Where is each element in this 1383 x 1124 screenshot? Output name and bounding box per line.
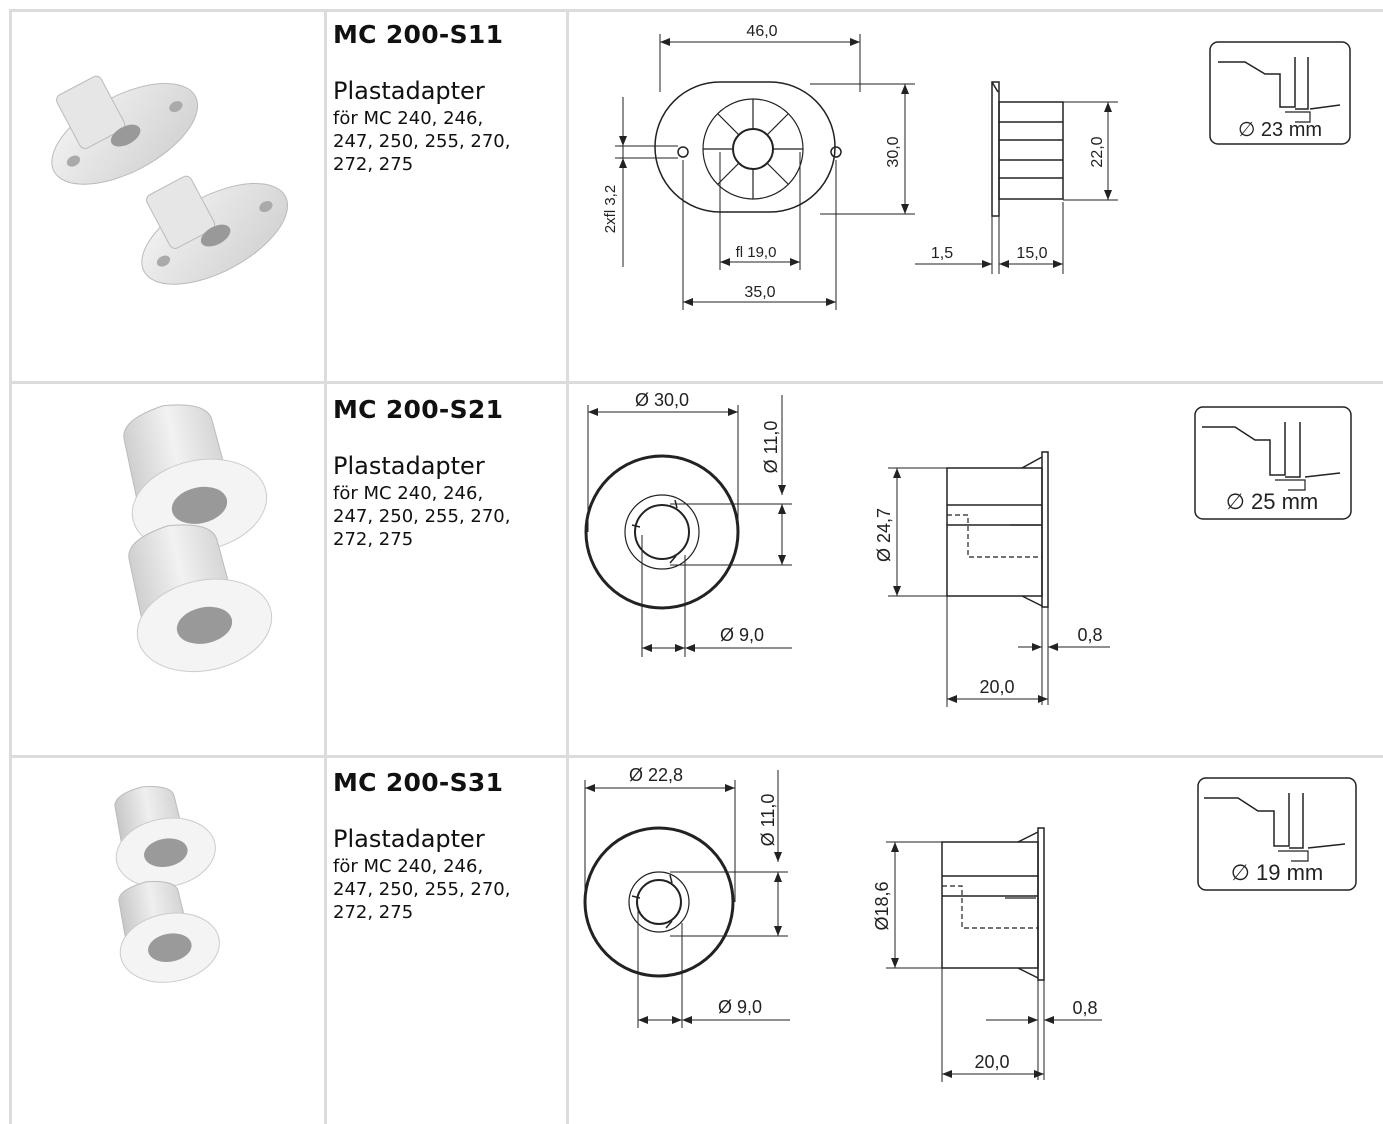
model-name: MC 200-S31 [333,768,504,797]
dim-flange: 0,8 [1072,998,1097,1018]
dim-outer: Ø 30,0 [635,390,689,410]
dim-side-dia: Ø 24,7 [874,508,894,562]
dim-length: 20,0 [974,1052,1009,1072]
compatibility: för MC 240, 246, 247, 250, 255, 270, 272… [333,107,563,176]
model-name: MC 200-S21 [333,395,504,424]
row-divider [10,755,1383,758]
dim-inner: Ø 9,0 [720,625,764,645]
technical-drawing: Ø 22,8 Ø 11,0 Ø 9,0 Ø18,6 0,8 [583,765,1357,1082]
compat-line: 272, 275 [333,902,414,923]
technical-drawing: 46,0 30,0 2xfl 3,2 fl 19,0 35,0 22, [602,23,1351,310]
dim-depth: 15,0 [1016,245,1047,262]
hole-size-label: ∅ 25 mm [1226,489,1319,514]
technical-drawing: Ø 30,0 Ø 11,0 Ø 9,0 Ø 24,7 0,8 [584,390,1352,707]
dim-width: 46,0 [746,23,777,40]
row-divider [10,381,1383,384]
dim-flange: 1,5 [931,245,953,262]
hole-size-label: ∅ 23 mm [1238,119,1322,141]
compat-line: 247, 250, 255, 270, [333,879,511,900]
mounting-hole-icon: ∅ 25 mm [1194,406,1352,520]
compat-line: för MC 240, 246, [333,483,484,504]
product-type: Plastadapter [333,452,485,480]
compatibility: för MC 240, 246, 247, 250, 255, 270, 272… [333,482,563,551]
dim-outer: Ø 22,8 [629,765,683,785]
compat-line: för MC 240, 246, [333,108,484,129]
product-type: Plastadapter [333,77,485,105]
product-photo [123,404,273,673]
dim-flange: 0,8 [1077,625,1102,645]
mounting-hole-icon: ∅ 19 mm [1197,777,1357,891]
compat-line: 272, 275 [333,154,414,175]
dim-pitch: 35,0 [744,284,775,301]
dim-inner: Ø 9,0 [718,997,762,1017]
table-top-border [10,9,1383,12]
compat-line: 247, 250, 255, 270, [333,506,511,527]
adapter-side-view [991,81,1064,217]
adapter-side-view [946,451,1049,608]
model-name: MC 200-S11 [333,20,504,49]
dim-side-dia: Ø18,6 [872,881,892,930]
product-info: MC 200-S31 Plastadapter för MC 240, 246,… [333,768,563,924]
product-info: MC 200-S11 Plastadapter för MC 240, 246,… [333,20,563,176]
product-photo [114,785,220,983]
mounting-hole-icon: ∅ 23 mm [1209,41,1351,145]
column-divider [566,9,569,1124]
compat-line: 272, 275 [333,529,414,550]
dim-inner-top: Ø 11,0 [761,421,781,474]
hole-size-label: ∅ 19 mm [1231,860,1324,885]
column-divider [324,9,327,1124]
dim-inner-top: Ø 11,0 [758,794,778,847]
adapter-front-outline [583,826,735,978]
table-left-border [9,9,12,1124]
product-type: Plastadapter [333,825,485,853]
product-photo [51,75,289,285]
compatibility: för MC 240, 246, 247, 250, 255, 270, 272… [333,855,563,924]
dim-length: 20,0 [979,677,1014,697]
compat-line: 247, 250, 255, 270, [333,131,511,152]
product-info: MC 200-S21 Plastadapter för MC 240, 246,… [333,395,563,551]
compat-line: för MC 240, 246, [333,856,484,877]
adapter-front-outline [584,454,740,610]
dim-side-height: 22,0 [1089,136,1106,167]
dim-holes: 2xfl 3,2 [602,185,619,233]
dim-center: fl 19,0 [736,244,777,261]
dim-height: 30,0 [885,136,902,167]
adapter-side-view [941,827,1045,981]
